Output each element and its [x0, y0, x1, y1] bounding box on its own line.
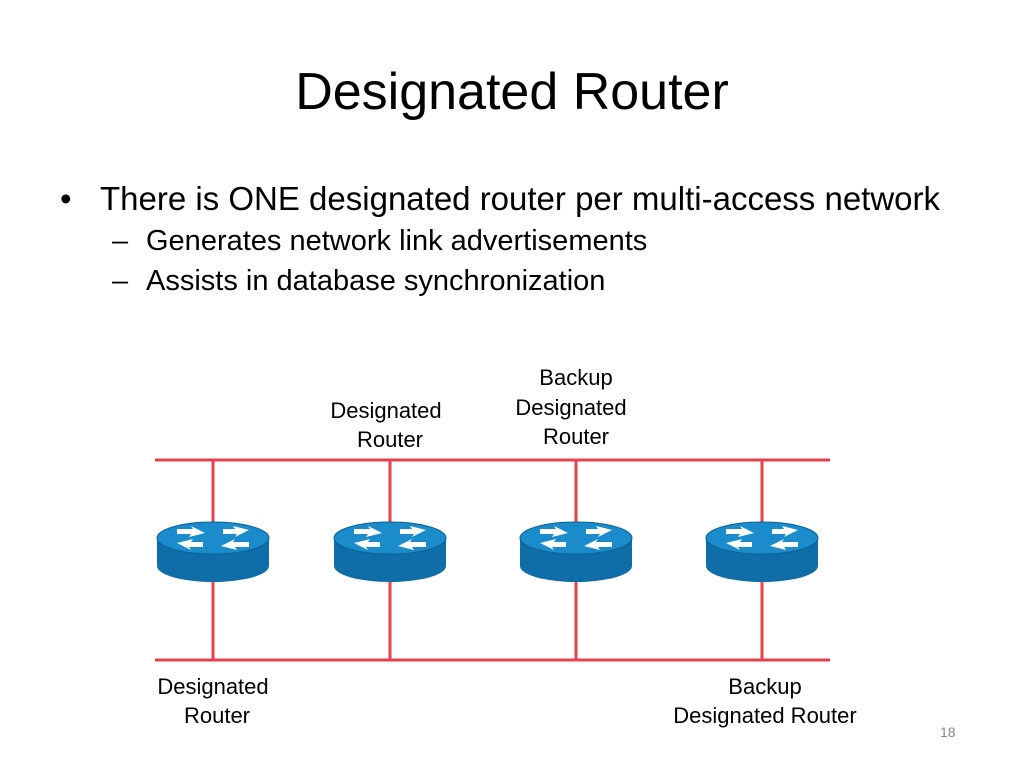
router-icon — [519, 521, 633, 583]
label-backup-top-3: Router — [543, 424, 609, 449]
sub-bullet-item: – Generates network link advertisements — [58, 224, 978, 258]
label-backup-top-1: Backup — [539, 365, 612, 390]
bullet-list: There is ONE designated router per multi… — [58, 180, 978, 298]
label-backup-bottom-1: Backup — [728, 674, 801, 699]
label-designated-router-bottom-1: Designated — [157, 674, 268, 699]
bullet-item: There is ONE designated router per multi… — [58, 180, 978, 218]
sub-bullet-text: Assists in database synchronization — [146, 265, 606, 297]
router-icon — [705, 521, 819, 583]
dash-marker: – — [112, 265, 129, 297]
slide-title: Designated Router — [295, 63, 729, 121]
page-number: 18 — [940, 724, 956, 740]
router-icon — [156, 521, 270, 583]
dash-marker: – — [112, 225, 129, 257]
sub-bullet-text: Generates network link advertisements — [146, 225, 648, 257]
label-backup-bottom-2: Designated Router — [673, 703, 856, 728]
label-backup-top-2: Designated — [515, 395, 626, 420]
label-designated-router-top-1: Designated — [330, 398, 441, 423]
label-designated-router-top-2: Router — [357, 427, 423, 452]
sub-bullet-item: – Assists in database synchronization — [58, 264, 978, 298]
router-icon — [333, 521, 447, 583]
label-designated-router-bottom-2: Router — [184, 703, 250, 728]
